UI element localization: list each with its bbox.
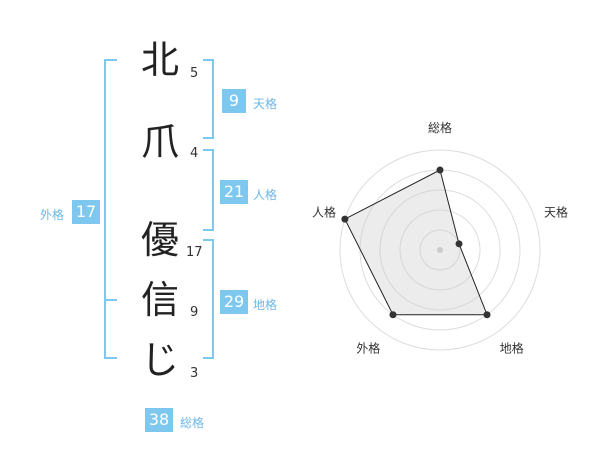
jinkaku-value: 21 xyxy=(220,180,248,204)
radar-axis-label-5: 人格 xyxy=(312,204,336,219)
stroke-count-1: 5 xyxy=(190,66,199,81)
chikaku-bracket xyxy=(203,239,214,359)
radar-axis-label-2: 天格 xyxy=(544,204,568,219)
radar-ring-5 xyxy=(339,149,541,351)
name-char-3: 優 xyxy=(140,218,179,262)
gaikaku-label: 外格 xyxy=(40,208,65,222)
soukaku-label: 総格 xyxy=(180,416,205,430)
radar-axis-label-4: 外格 xyxy=(356,341,380,356)
gaikaku-bracket xyxy=(104,59,117,359)
chikaku-label: 地格 xyxy=(253,298,278,312)
tenkaku-label: 天格 xyxy=(253,97,278,111)
stroke-count-2: 4 xyxy=(190,146,199,161)
name-char-1: 北 xyxy=(140,38,179,82)
radar-point-5 xyxy=(341,215,349,223)
radar-ring-3 xyxy=(379,189,501,311)
stroke-count-5: 3 xyxy=(190,366,199,381)
radar-center-dot xyxy=(437,247,443,253)
radar-point-2 xyxy=(455,240,463,248)
radar-ring-1 xyxy=(419,229,461,271)
radar-point-3 xyxy=(483,311,491,319)
tenkaku-bracket xyxy=(203,59,214,139)
radar-area xyxy=(344,169,488,316)
radar-point-1 xyxy=(436,166,444,174)
radar-axis-label-3: 地格 xyxy=(500,341,524,356)
stroke-count-4: 9 xyxy=(190,305,199,320)
name-char-5: じ xyxy=(140,338,179,382)
name-char-4: 信 xyxy=(140,278,179,322)
radar-ring-2 xyxy=(399,209,481,291)
stroke-count-3: 17 xyxy=(186,245,203,260)
jinkaku-label: 人格 xyxy=(253,188,278,202)
radar-point-4 xyxy=(389,311,397,319)
jinkaku-bracket xyxy=(203,149,214,231)
name-char-2: 爪 xyxy=(140,120,179,164)
soukaku-value: 38 xyxy=(145,408,173,432)
chikaku-value: 29 xyxy=(220,290,248,314)
tenkaku-value: 9 xyxy=(222,89,246,113)
radar-axis-label-1: 総格 xyxy=(428,120,452,135)
gaikaku-value: 17 xyxy=(72,200,100,224)
